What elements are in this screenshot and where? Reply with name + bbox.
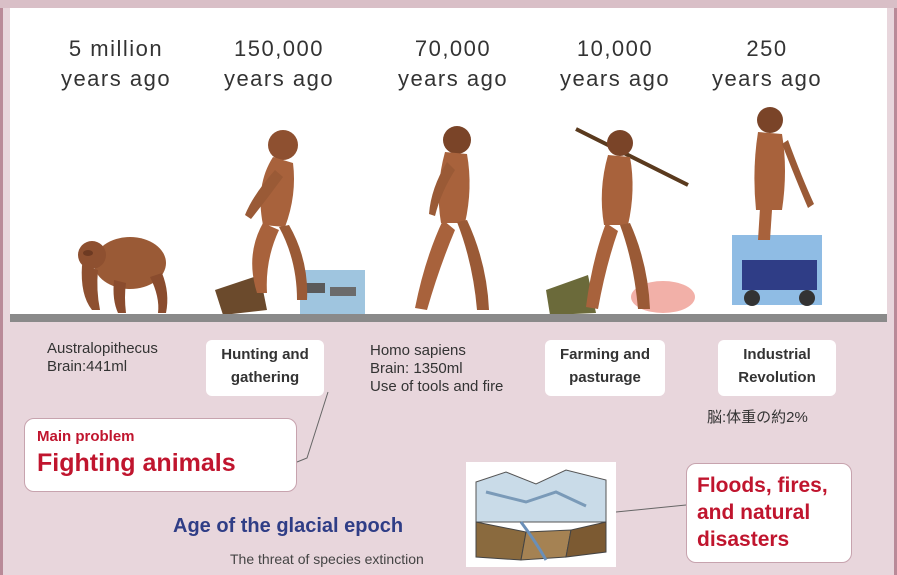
main-problem-text: Fighting animals — [37, 447, 284, 479]
main-problem-heading: Main problem — [37, 427, 284, 447]
disaster-connector — [616, 505, 686, 512]
glacial-epoch-title: Age of the glacial epoch — [173, 515, 403, 537]
main-problem-box: Main problem Fighting animals — [24, 418, 297, 492]
glacier-landscape-image — [466, 462, 616, 567]
disaster-line3: disasters — [697, 526, 841, 553]
extinction-threat-text: The threat of species extinction — [230, 550, 424, 568]
problem-connector — [297, 392, 328, 462]
disaster-line2: and natural — [697, 499, 841, 526]
natural-disasters-box: Floods, fires, and natural disasters — [686, 463, 852, 563]
disaster-line1: Floods, fires, — [697, 472, 841, 499]
